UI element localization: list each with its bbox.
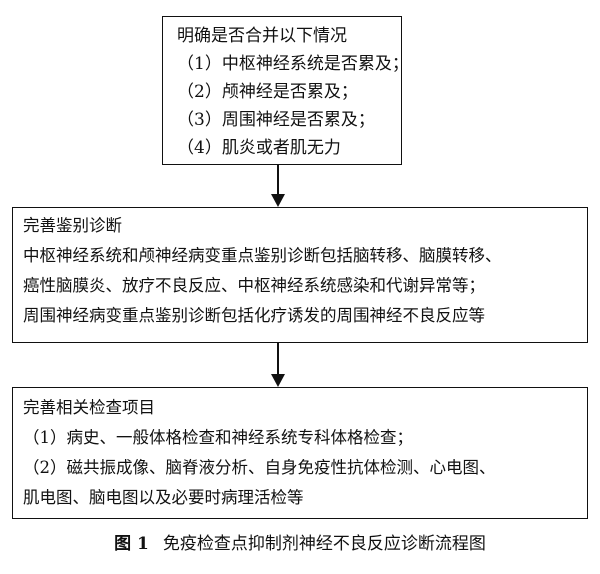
assess-involvement-title: 明确是否合并以下情况 xyxy=(177,26,347,46)
differential-line-2: 癌性脑膜炎、放疗不良反应、中枢神经系统感染和代谢异常等； xyxy=(23,276,485,295)
flow-arrow-down-icon xyxy=(271,165,285,207)
figure-label: 图 1 xyxy=(114,534,149,554)
assess-item-peripheral: （3）周围神经是否累及； xyxy=(177,110,375,130)
examinations-line-1: （1）病史、一般体格检查和神经系统专科体格检查； xyxy=(23,428,413,447)
assess-involvement-box: 明确是否合并以下情况 （1）中枢神经系统是否累及； （2）颅神经是否累及； （3… xyxy=(162,16,409,165)
differential-diagnosis-box: 完善鉴别诊断 中枢神经系统和颅神经病变重点鉴别诊断包括脑转移、脑膜转移、 癌性脑… xyxy=(12,207,588,343)
figure-caption: 图 1 免疫检查点抑制剂神经不良反应诊断流程图 xyxy=(0,532,600,556)
differential-line-1: 中枢神经系统和颅神经病变重点鉴别诊断包括脑转移、脑膜转移、 xyxy=(23,246,502,265)
figure-title: 免疫检查点抑制剂神经不良反应诊断流程图 xyxy=(162,534,486,554)
assess-item-cns: （1）中枢神经系统是否累及； xyxy=(177,54,409,74)
examinations-line-2: （2）磁共振成像、脑脊液分析、自身免疫性抗体检测、心电图、 xyxy=(23,458,496,477)
differential-line-3: 周围神经病变重点鉴别诊断包括化疗诱发的周围神经不良反应等 xyxy=(23,306,485,325)
examinations-title: 完善相关检查项目 xyxy=(23,398,155,417)
assess-item-cranial: （2）颅神经是否累及； xyxy=(177,82,358,102)
examinations-box: 完善相关检查项目 （1）病史、一般体格检查和神经系统专科体格检查； （2）磁共振… xyxy=(12,387,588,519)
differential-diagnosis-title: 完善鉴别诊断 xyxy=(23,216,122,235)
flow-arrow-down-icon xyxy=(271,343,285,387)
examinations-line-3: 肌电图、脑电图以及必要时病理活检等 xyxy=(23,488,304,507)
assess-item-myositis: （4）肌炎或者肌无力 xyxy=(177,138,341,158)
